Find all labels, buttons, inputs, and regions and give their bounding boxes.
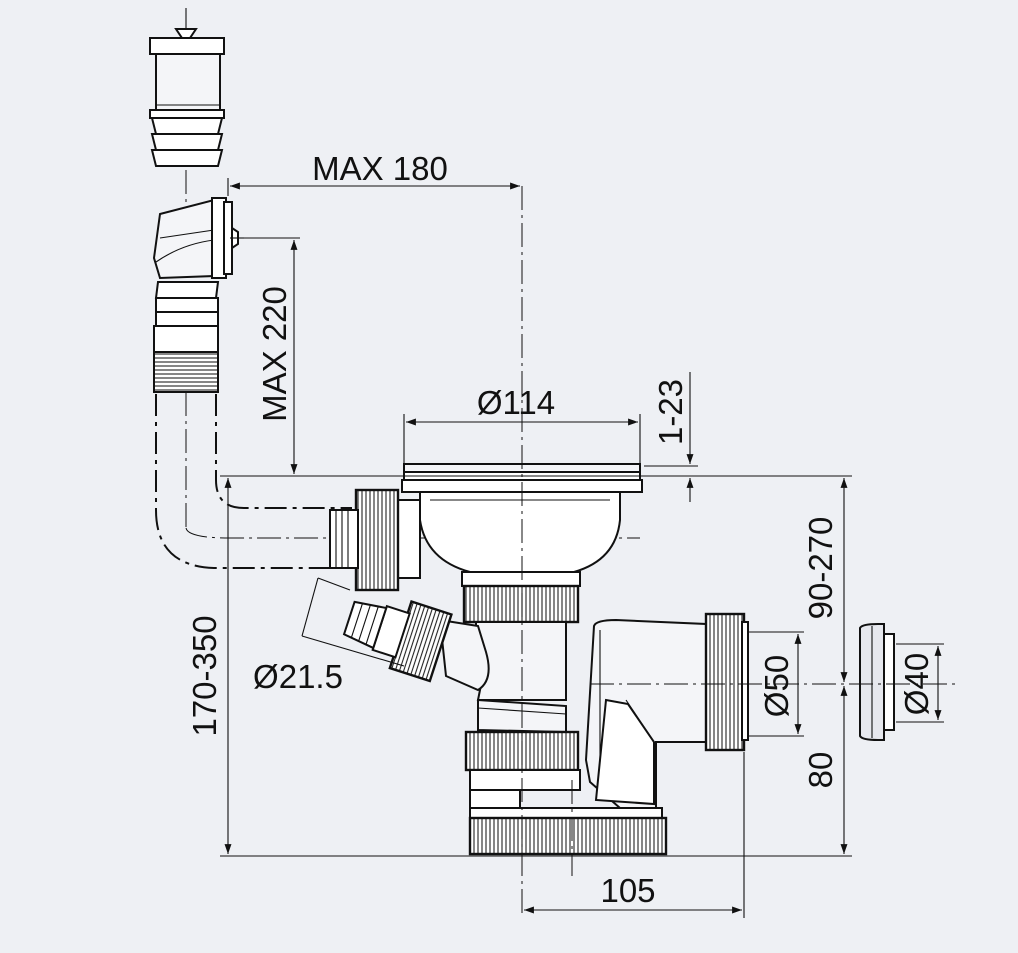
dim-hose-diameter: Ø21.5 [253,658,343,695]
adapter-ring [859,623,895,741]
bottom-cup [468,807,668,856]
dim-max-height: MAX 220 [256,286,293,422]
dim-sink-thickness: 1-23 [652,379,689,445]
dim-outlet-height: 90-270 [802,517,839,620]
dim-total-height: 170-350 [186,615,223,736]
dim-max-reach: MAX 180 [312,150,448,187]
overflow-plug [149,8,225,167]
dim-outlet-offset: 105 [600,872,655,909]
overflow-connector [329,488,421,592]
dim-strainer-diameter: Ø114 [477,384,555,421]
dim-adapter-diameter: Ø40 [898,653,935,715]
dimension-lines [220,178,944,918]
dim-lower-height: 80 [802,752,839,789]
dim-outlet-diameter: Ø50 [758,655,795,717]
side-inlet [342,599,490,692]
trap-loop [584,612,749,809]
overflow-elbow [152,197,244,393]
